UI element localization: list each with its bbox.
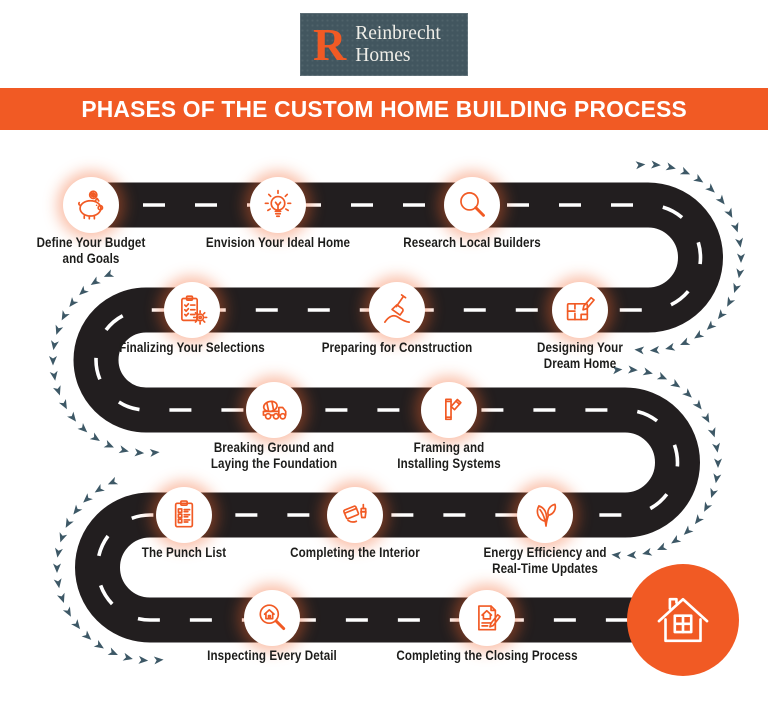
house-magnifier-icon: [244, 590, 300, 646]
logo-line2: Homes: [355, 44, 411, 66]
shovel-icon: [369, 282, 425, 338]
cement-truck-icon: [246, 382, 302, 438]
logo-text: Reinbrecht Homes: [355, 23, 441, 67]
step-label: Breaking Ground and Laying the Foundatio…: [210, 440, 338, 472]
blueprint-pencil-icon: [552, 282, 608, 338]
lightbulb-icon: [250, 177, 306, 233]
finish-circle: [627, 564, 739, 676]
page-title: PHASES OF THE CUSTOM HOME BUILDING PROCE…: [81, 95, 687, 122]
logo-r-mark: R: [313, 18, 347, 70]
road-centerline: [91, 203, 703, 622]
title-banner: PHASES OF THE CUSTOM HOME BUILDING PROCE…: [0, 88, 768, 130]
house-icon: [648, 585, 718, 655]
punch-list-icon: [156, 487, 212, 543]
step-label: Envision Your Ideal Home: [205, 235, 351, 250]
lumber-icon: [421, 382, 477, 438]
leaf-icon: [517, 487, 573, 543]
step-label: Finalizing Your Selections: [119, 340, 265, 355]
step-label: Define Your Budget and Goals: [36, 235, 146, 267]
checklist-gear-icon: [164, 282, 220, 338]
paint-brush-icon: [327, 487, 383, 543]
magnifier-icon: [444, 177, 500, 233]
step-label: Completing the Interior: [290, 545, 420, 560]
step-label: Energy Efficiency and Real-Time Updates: [483, 545, 607, 577]
logo-line1: Reinbrecht: [355, 22, 441, 44]
step-label: Inspecting Every Detail: [207, 648, 337, 663]
step-label: The Punch List: [141, 545, 227, 560]
curve-arrows: [49, 160, 745, 665]
step-label: Research Local Builders: [403, 235, 541, 250]
piggy-bank-icon: [63, 177, 119, 233]
closing-document-icon: [459, 590, 515, 646]
logo: R Reinbrecht Homes: [300, 13, 468, 76]
step-label: Designing Your Dream Home: [537, 340, 623, 372]
step-label: Completing the Closing Process: [396, 648, 578, 663]
step-label: Preparing for Construction: [321, 340, 473, 355]
step-label: Framing and Installing Systems: [397, 440, 501, 472]
